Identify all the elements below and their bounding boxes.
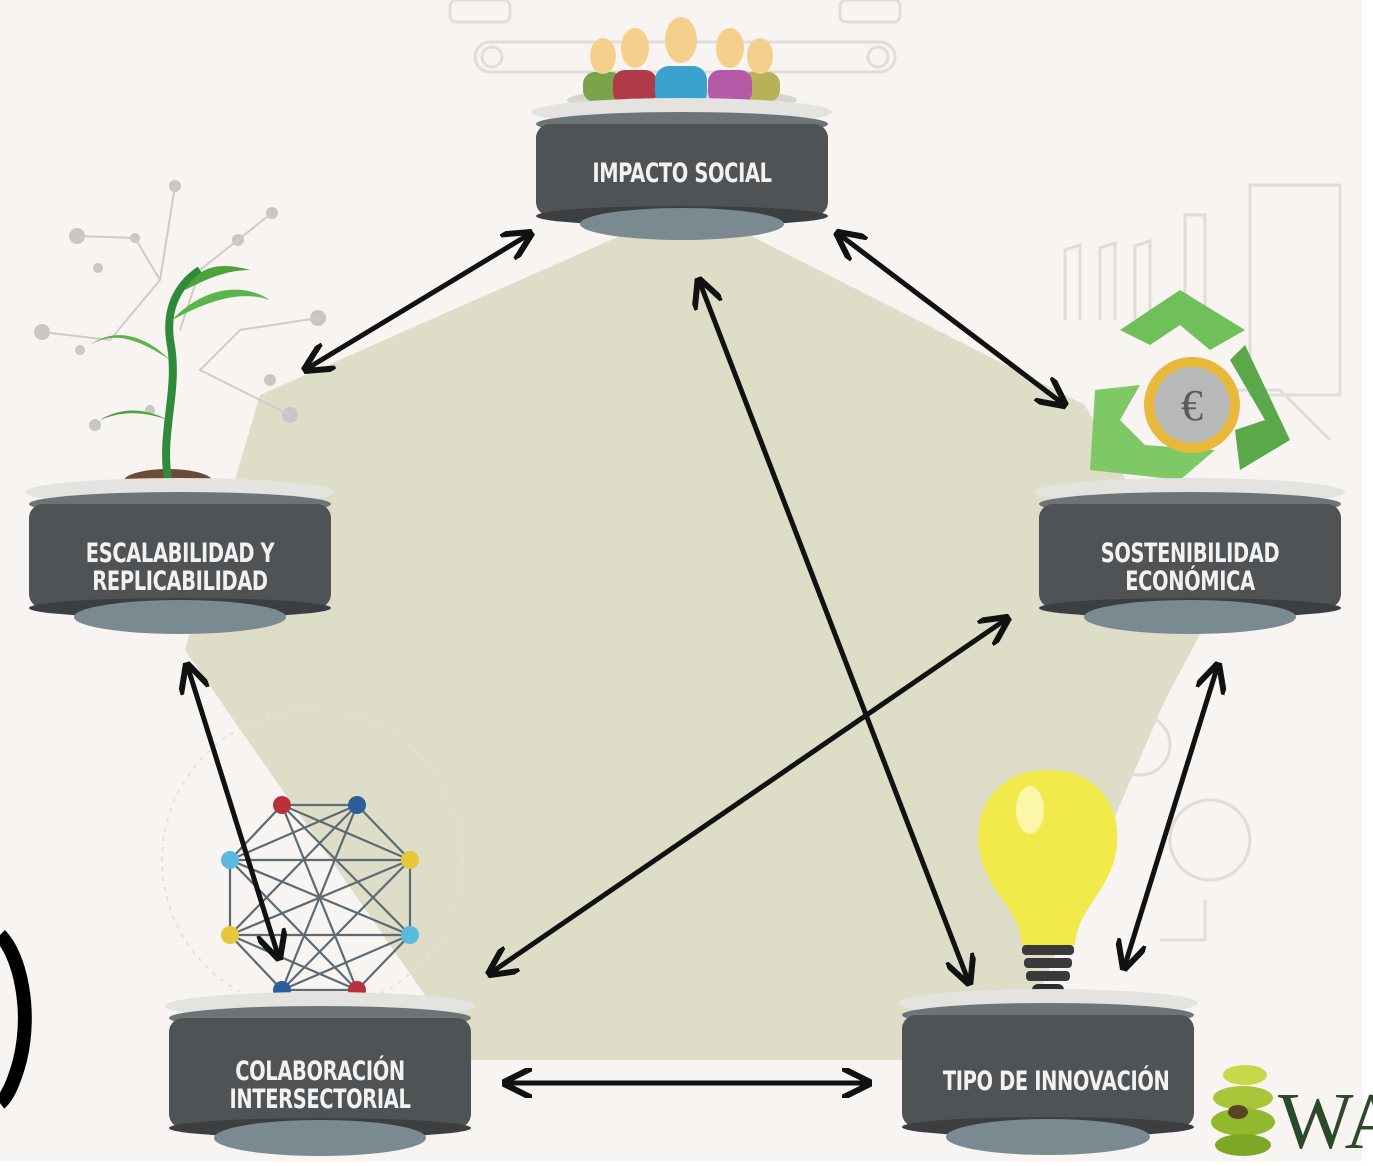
pedestal-innovacion	[898, 989, 1198, 1155]
label-colaboracion: COLABORACIÓN INTERSECTORIAL	[211, 1056, 428, 1116]
innovacion-text: TIPO DE INNOVACIÓN	[942, 1066, 1170, 1097]
pedestal-escalabilidad	[25, 478, 335, 634]
sostenibilidad-line2: ECONÓMICA	[1125, 566, 1255, 598]
euro-symbol: €	[1181, 381, 1203, 430]
arrow-sostenibilidad-colaboracion	[492, 620, 1005, 972]
arrows	[188, 235, 1217, 1083]
logo-icon	[1211, 1065, 1275, 1156]
arrow-escalabilidad-colaboracion	[188, 668, 278, 955]
arrow-impacto-escalabilidad	[308, 235, 528, 368]
label-sostenibilidad: SOSTENIBILIDAD ECONÓMICA	[1081, 538, 1298, 598]
label-innovacion: TIPO DE INNOVACIÓN	[943, 1067, 1170, 1096]
logo-text: WA	[1278, 1078, 1373, 1166]
pedestal-colaboracion	[165, 992, 475, 1156]
colaboracion-line1: COLABORACIÓN	[235, 1056, 405, 1087]
escalabilidad-line2: REPLICABILIDAD	[92, 566, 268, 598]
sostenibilidad-line1: SOSTENIBILIDAD	[1100, 538, 1280, 569]
pedestal-impacto-social	[532, 98, 832, 240]
label-impacto-social: IMPACTO SOCIAL	[577, 158, 787, 189]
escalabilidad-line1: ESCALABILIDAD Y	[85, 538, 275, 569]
colaboracion-line2: INTERSECTORIAL	[229, 1084, 411, 1116]
pedestal-sostenibilidad	[1035, 478, 1345, 634]
recycle-coin-icon	[1090, 290, 1290, 480]
edge-partial-mark	[0, 930, 32, 1109]
impacto-social-text: IMPACTO SOCIAL	[592, 158, 772, 189]
label-escalabilidad: ESCALABILIDAD Y REPLICABILIDAD	[71, 538, 288, 598]
arrow-sostenibilidad-innovacion	[1125, 668, 1217, 965]
